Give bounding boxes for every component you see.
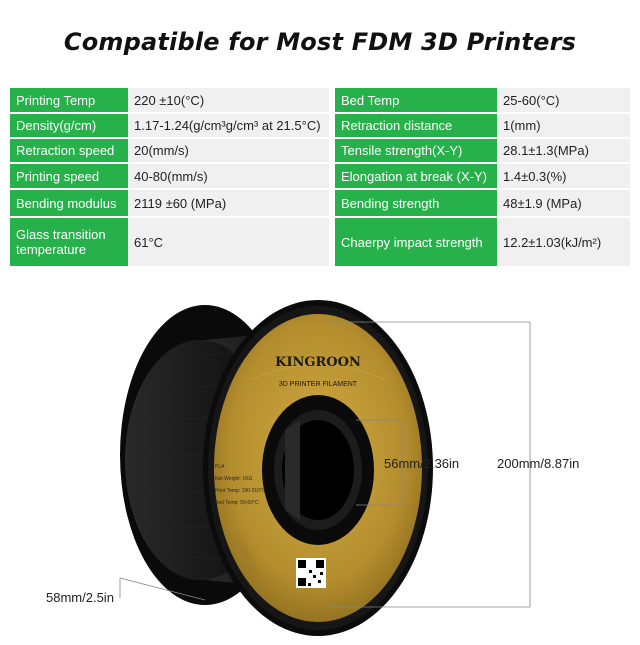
label-line: Print Temp: 190-210°C [215,488,266,494]
spec-value: 1(mm) [497,113,630,139]
label-line: PLA [215,464,225,470]
spec-label: Bending strength [335,189,497,218]
label-line: Bed Temp: 50-60°C [215,500,259,506]
spec-label: Printing Temp [10,88,128,114]
spec-value: 220 ±10(°C) [128,88,329,114]
spec-value: 1.4±0.3(%) [497,163,630,190]
table-row: Retraction speed 20(mm/s) Tensile streng… [10,138,630,164]
dimension-lines [119,321,531,608]
table-row: Printing speed 40-80(mm/s) Elongation at… [10,163,630,190]
table-row: Bending modulus 2119 ±60 (MPa) Bending s… [10,189,630,218]
spec-label: Chaerpy impact strength [335,217,497,268]
spec-value: 48±1.9 (MPa) [497,189,630,218]
spec-value: 61°C [128,217,329,268]
spec-value: 25-60(°C) [497,88,630,114]
brand-subtitle: 3D PRINTER FILAMENT [279,381,358,388]
spec-value: 12.2±1.03(kJ/m²) [497,217,630,268]
hub-dimension-label: 56mm/2.36in [384,456,460,471]
width-dimension-label: 58mm/2.5in [46,590,114,605]
spec-label: Printing speed [10,163,128,190]
table-row: Glass transition temperature 61°C Chaerp… [10,217,630,268]
spec-value: 28.1±1.3(MPa) [497,138,630,164]
spec-label: Bending modulus [10,189,128,218]
spec-value: 2119 ±60 (MPa) [128,189,329,218]
brand-text: KINGROON [275,355,361,370]
spec-label: Bed Temp [335,88,497,114]
spec-value: 1.17-1.24(g/cm³g/cm³ at 21.5°C) [128,113,329,139]
spec-label: Retraction speed [10,138,128,164]
table-row: Density(g/cm) 1.17-1.24(g/cm³g/cm³ at 21… [10,113,630,139]
spec-label: Tensile strength(X-Y) [335,138,497,164]
spec-label: Glass transition temperature [10,217,128,268]
spec-value: 40-80(mm/s) [128,163,329,190]
spec-label: Elongation at break (X-Y) [335,163,497,190]
diameter-dimension-label: 200mm/8.87in [497,456,580,471]
page-title: Compatible for Most FDM 3D Printers [63,28,577,56]
label-line: Net Weight: 1KG [215,476,253,482]
spool-svg: KINGROON 3D PRINTER FILAMENT PLA Net Wei… [119,300,531,636]
table-row: Printing Temp 220 ±10(°C) Bed Temp 25-60… [10,88,630,114]
spool-illustration: KINGROON 3D PRINTER FILAMENT PLA Net Wei… [0,300,640,640]
spec-label: Retraction distance [335,113,497,139]
qr-code-icon [296,558,326,588]
spec-value: 20(mm/s) [128,138,329,164]
spec-table: Printing Temp 220 ±10(°C) Bed Temp 25-60… [10,88,630,268]
spec-label: Density(g/cm) [10,113,128,139]
